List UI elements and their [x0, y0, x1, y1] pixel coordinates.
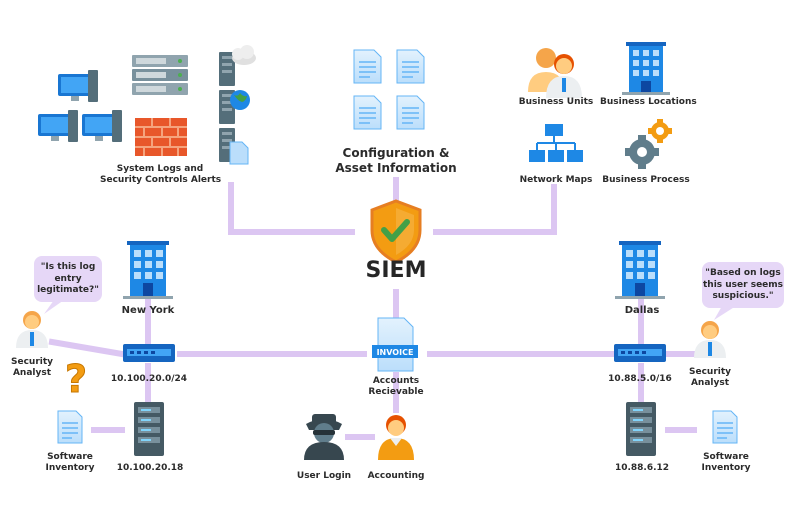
accounting-label: Accounting	[367, 471, 425, 481]
dallas-switch-icon	[614, 344, 666, 362]
ny-analyst-line1: Security	[10, 357, 54, 367]
ny-software-line1: Software	[47, 452, 93, 462]
accounts-receivable-label: Accounts Recievable	[360, 376, 432, 399]
ny-bubble-line1: "Is this log	[40, 262, 96, 272]
document-icon	[396, 49, 425, 84]
document-icon	[353, 95, 382, 130]
dallas-speech-bubble	[702, 262, 784, 320]
ny-server-icon	[134, 402, 164, 456]
document-icon	[353, 49, 382, 84]
accounting-icon	[378, 415, 414, 460]
question-mark-icon: ?	[64, 357, 87, 402]
globe-server-icon	[219, 90, 250, 124]
ny-software-doc-icon	[57, 410, 83, 444]
ny-building-icon	[123, 241, 173, 299]
user-login-icon	[304, 414, 344, 460]
invoice-icon	[372, 317, 418, 372]
connector-top-right	[433, 184, 557, 235]
network-map-icon	[529, 124, 583, 162]
network-maps-label: Network Maps	[519, 175, 593, 185]
computer-icon	[82, 110, 122, 142]
business-units-label: Business Units	[518, 97, 594, 107]
dallas-software-line1: Software	[703, 452, 749, 462]
ny-analyst-label: Security Analyst	[8, 357, 56, 380]
dallas-analyst-icon	[694, 321, 726, 358]
ny-title: New York	[121, 305, 175, 316]
dallas-bubble-line2: this user seems	[702, 279, 784, 290]
computer-icon	[38, 110, 78, 142]
dallas-subnet-label: 10.88.5.0/16	[608, 374, 672, 384]
accounts-receivable-line2: Recievable	[368, 387, 424, 398]
firewall-icon	[135, 118, 187, 156]
gears-icon	[625, 119, 672, 169]
siem-label: SIEM	[365, 258, 427, 283]
svg-text:?: ?	[65, 357, 87, 401]
business-process-label: Business Process	[602, 175, 690, 185]
ny-switch-icon	[123, 344, 175, 362]
business-units-icon	[528, 48, 582, 98]
dallas-analyst-label: Security Analyst	[686, 367, 734, 390]
dallas-analyst-line1: Security	[688, 367, 732, 377]
user-login-label: User Login	[296, 471, 352, 481]
ny-analyst-line2: Analyst	[12, 368, 52, 379]
business-locations-label: Business Locations	[600, 97, 697, 107]
invoice-tag: INVOICE	[377, 348, 414, 357]
file-server-icon	[219, 128, 249, 165]
computer-icon	[58, 70, 98, 102]
system-logs-label-line2: Security Controls Alerts	[100, 175, 222, 186]
dallas-software-label: Software Inventory	[694, 452, 758, 475]
dallas-title: Dallas	[624, 305, 660, 316]
building-icon	[622, 42, 670, 95]
configuration-label-line2: Asset Information	[335, 161, 457, 175]
ny-bubble-line2: entry	[54, 273, 82, 284]
configuration-label-line1: Configuration &	[342, 146, 450, 160]
connector-top-left	[228, 182, 355, 235]
connector-lines	[48, 177, 703, 440]
dallas-software-doc-icon	[712, 410, 738, 444]
dallas-bubble-text: "Based on logs this user seems suspiciou…	[702, 268, 784, 303]
dallas-bubble-line3: suspicious."	[712, 291, 774, 302]
dallas-bubble-line1: "Based on logs	[705, 268, 781, 278]
accounts-receivable-line1: Accounts	[372, 376, 420, 386]
configuration-label: Configuration & Asset Information	[330, 146, 462, 176]
system-logs-label: System Logs and Security Controls Alerts	[100, 164, 222, 187]
dallas-server-ip-label: 10.88.6.12	[614, 463, 670, 473]
ny-software-line2: Inventory	[45, 463, 95, 474]
ny-software-label: Software Inventory	[40, 452, 100, 475]
ny-analyst-icon	[16, 311, 48, 348]
dallas-building-icon	[615, 241, 665, 299]
document-icon	[396, 95, 425, 130]
ny-bubble-line3: legitimate?"	[37, 285, 99, 296]
system-logs-label-line1: System Logs and	[116, 164, 204, 174]
cloud-server-icon	[219, 45, 256, 86]
shield-check-icon	[370, 199, 422, 264]
dallas-software-line2: Inventory	[701, 463, 751, 474]
server-rack-icon	[132, 55, 188, 95]
connector-ny-analyst	[48, 338, 126, 358]
ny-subnet-label: 10.100.20.0/24	[110, 374, 188, 384]
ny-server-ip-label: 10.100.20.18	[116, 463, 184, 473]
dallas-analyst-line2: Analyst	[690, 378, 730, 389]
ny-speech-bubble	[34, 256, 102, 314]
ny-bubble-text: "Is this log entry legitimate?"	[34, 262, 102, 297]
dallas-server-icon	[626, 402, 656, 456]
